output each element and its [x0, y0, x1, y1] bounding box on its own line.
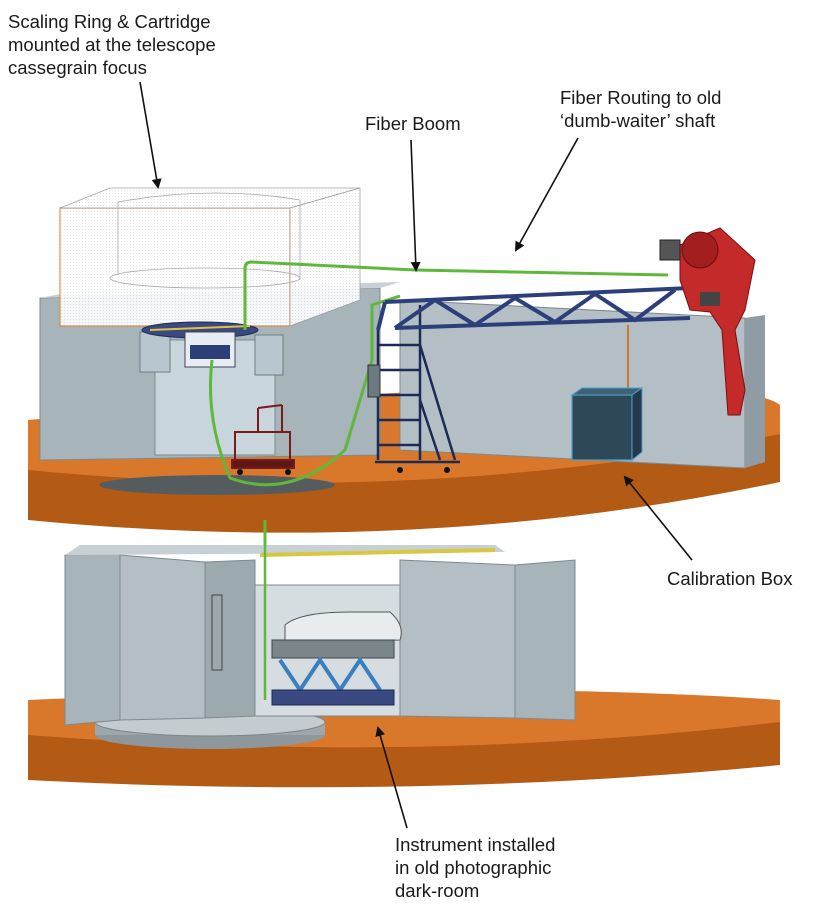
label-line: dark-room — [395, 880, 480, 901]
label-line: in old photographic — [395, 857, 552, 878]
floor-opening — [99, 475, 335, 495]
stand-control-box — [367, 364, 381, 398]
upper-right-end-wall — [745, 315, 765, 468]
cart — [231, 404, 295, 475]
label-line: Scaling Ring & Cartridge — [8, 11, 211, 32]
overhead-rail — [259, 548, 496, 557]
label-line: Instrument installed — [395, 834, 556, 855]
label-fiber-boom: Fiber Boom — [365, 112, 461, 135]
arrow-scaling-ring — [139, 81, 162, 189]
lower-level — [28, 545, 780, 788]
scaling-ring-box — [59, 187, 361, 327]
pillar-side-right — [254, 334, 284, 376]
darkroom-wall-right — [399, 559, 516, 719]
instrument-shape — [271, 611, 402, 706]
side-frame — [211, 594, 223, 671]
arrow-calibration-box — [623, 475, 693, 561]
fiber-cable — [209, 260, 669, 487]
arrow-instrument — [375, 726, 408, 829]
darkroom-wall-left — [64, 547, 121, 726]
darkroom-wall-right-end — [514, 559, 576, 721]
boom-stand — [375, 305, 460, 473]
arrow-fiber-routing — [515, 137, 579, 252]
label-line: Calibration Box — [667, 568, 793, 589]
darkroom-wall-left-front — [119, 554, 206, 721]
label-line: ‘dumb-waiter’ shaft — [560, 110, 716, 131]
calibration-box-shape — [570, 387, 644, 462]
arrow-fiber-boom — [410, 139, 421, 272]
boom-truss — [376, 286, 691, 331]
label-fiber-routing: Fiber Routing to old ‘dumb-waiter’ shaft — [560, 86, 721, 132]
label-line: Fiber Routing to old — [560, 87, 722, 108]
pillar-side-left — [139, 331, 171, 373]
label-line: Fiber Boom — [365, 113, 461, 134]
label-calibration-box: Calibration Box — [667, 567, 792, 590]
label-line: cassegrain focus — [8, 57, 147, 78]
label-line: mounted at the telescope — [8, 34, 216, 55]
red-mount — [659, 227, 756, 416]
label-instrument: Instrument installed in old photographic… — [395, 833, 555, 902]
label-scaling-ring: Scaling Ring & Cartridge mounted at the … — [8, 10, 216, 79]
cartridge-assembly — [141, 321, 259, 368]
upper-level — [28, 187, 780, 533]
